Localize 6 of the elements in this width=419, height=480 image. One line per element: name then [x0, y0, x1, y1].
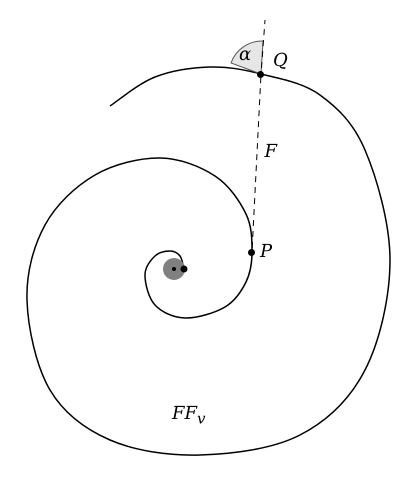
edge-label: F: [264, 143, 277, 161]
point-label: Q: [273, 52, 288, 70]
region-label: FF$_{v}$: [172, 405, 206, 427]
dashed-line: [252, 78, 262, 248]
point-label: P: [260, 243, 272, 261]
angle-symbol: α: [239, 46, 252, 64]
